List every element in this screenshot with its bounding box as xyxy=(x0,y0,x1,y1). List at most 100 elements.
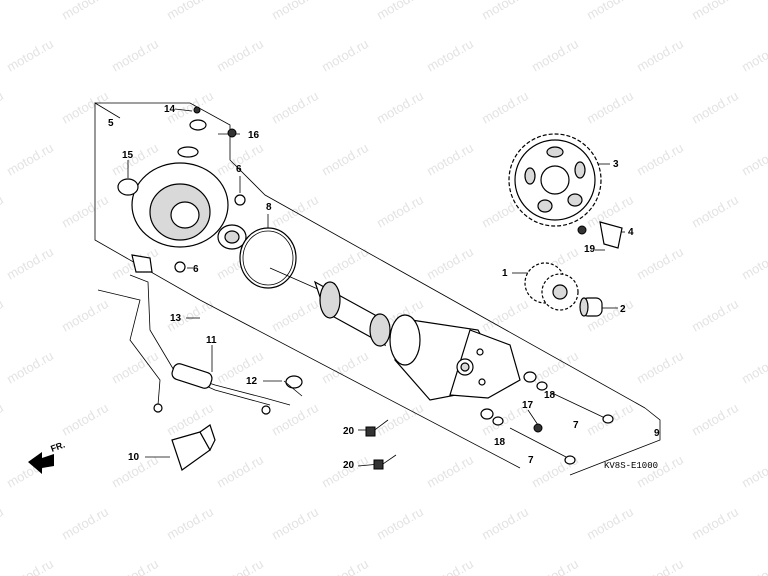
watermark-text: motod.ru xyxy=(529,36,581,75)
watermark-text: motod.ru xyxy=(214,36,266,75)
watermark-text: motod.ru xyxy=(634,452,686,491)
callout-17: 17 xyxy=(522,400,534,411)
watermark-text: motod.ru xyxy=(374,88,426,127)
watermark-text: motod.ru xyxy=(269,296,321,335)
callout-14: 14 xyxy=(164,104,176,115)
callout-12: 12 xyxy=(246,376,258,387)
watermark-text: motod.ru xyxy=(689,192,741,231)
watermark-text: motod.ru xyxy=(109,36,161,75)
watermark-text: motod.ru xyxy=(319,348,371,387)
watermark-text: motod.ru xyxy=(739,140,768,179)
watermark-text: motod.ru xyxy=(319,556,371,576)
watermark-text: motod.ru xyxy=(269,192,321,231)
reduction-gear-icon xyxy=(524,262,579,311)
watermark-text: motod.ru xyxy=(584,88,636,127)
watermark-text: motod.ru xyxy=(634,348,686,387)
watermark-text: motod.ru xyxy=(319,36,371,75)
callout-8: 8 xyxy=(266,202,272,213)
watermark-text: motod.ru xyxy=(374,400,426,439)
callout-9: 9 xyxy=(654,428,660,439)
watermark-text: motod.ru xyxy=(109,556,161,576)
watermark-text: motod.ru xyxy=(634,244,686,283)
watermark-text: motod.ru xyxy=(689,88,741,127)
callout-20-top: 20 xyxy=(343,426,355,437)
watermark-text: motod.ru xyxy=(739,244,768,283)
watermark-text: motod.ru xyxy=(374,192,426,231)
watermark-text: motod.ru xyxy=(4,556,56,576)
watermark-text: motod.ru xyxy=(424,36,476,75)
callout-7-bottom: 7 xyxy=(528,455,534,466)
watermark-text: motod.ru xyxy=(0,88,6,127)
callout-2: 2 xyxy=(620,304,626,315)
watermark-text: motod.ru xyxy=(584,504,636,543)
callout-16: 16 xyxy=(248,130,260,141)
watermark-text: motod.ru xyxy=(689,0,741,23)
watermark-text: motod.ru xyxy=(424,140,476,179)
watermark-text: motod.ru xyxy=(0,296,6,335)
watermark-text: motod.ru xyxy=(214,452,266,491)
callout-13: 13 xyxy=(170,313,182,324)
clamp-icon xyxy=(171,424,216,471)
watermark-text: motod.ru xyxy=(0,192,6,231)
bolt-17-icon xyxy=(527,409,543,433)
o-ring-icon xyxy=(239,227,297,289)
watermark-text: motod.ru xyxy=(319,140,371,179)
washer-icon xyxy=(480,371,548,426)
callout-6-top: 6 xyxy=(236,164,242,175)
watermark-text: motod.ru xyxy=(269,400,321,439)
watermark-text: motod.ru xyxy=(59,504,111,543)
callout-6-bottom: 6 xyxy=(193,264,199,275)
watermark-text: motod.ru xyxy=(479,88,531,127)
callout-15: 15 xyxy=(122,150,134,161)
watermark-text: motod.ru xyxy=(59,88,111,127)
terminal-icon xyxy=(283,375,303,397)
watermark-text: motod.ru xyxy=(269,504,321,543)
watermark-text: motod.ru xyxy=(634,556,686,576)
watermark-text: motod.ru xyxy=(0,504,6,543)
watermark-text: motod.ru xyxy=(59,192,111,231)
callout-11: 11 xyxy=(206,335,217,346)
bolt-20-icon xyxy=(365,419,397,470)
watermark-text: motod.ru xyxy=(4,348,56,387)
watermark-text: motod.ru xyxy=(584,0,636,23)
watermark-text: motod.ru xyxy=(739,348,768,387)
watermark-text: motod.ru xyxy=(479,0,531,23)
sprocket-gear-icon xyxy=(508,133,602,227)
watermark-text: motod.ru xyxy=(479,504,531,543)
callout-19: 19 xyxy=(584,244,596,255)
callout-18-top: 18 xyxy=(544,390,556,401)
watermark-text: motod.ru xyxy=(479,296,531,335)
watermark-text: motod.ru xyxy=(0,400,6,439)
front-label: FR. xyxy=(49,440,66,454)
callout-7-top: 7 xyxy=(573,420,579,431)
watermark-text: motod.ru xyxy=(424,244,476,283)
callout-1: 1 xyxy=(502,268,508,279)
front-direction-indicator: FR. xyxy=(28,440,66,474)
starter-cable-icon xyxy=(97,254,291,415)
watermark-text: motod.ru xyxy=(4,244,56,283)
watermark-text: motod.ru xyxy=(164,0,216,23)
callout-18-bottom: 18 xyxy=(494,437,506,448)
starter-cover-icon xyxy=(117,106,247,273)
watermark-text: motod.ru xyxy=(689,400,741,439)
watermark-text: motod.ru xyxy=(374,504,426,543)
watermark-text: motod.ru xyxy=(319,452,371,491)
watermark-text: motod.ru xyxy=(4,140,56,179)
drawing-code: KV8S-E1000 xyxy=(604,461,658,471)
watermark-text: motod.ru xyxy=(689,296,741,335)
callout-10: 10 xyxy=(128,452,140,463)
watermark-text: motod.ru xyxy=(689,504,741,543)
arrow-left-icon xyxy=(28,452,54,474)
bracket-icon xyxy=(577,221,623,249)
watermark-text: motod.ru xyxy=(634,140,686,179)
watermark-text: motod.ru xyxy=(424,452,476,491)
callout-20-bottom: 20 xyxy=(343,460,355,471)
callout-3: 3 xyxy=(613,159,619,170)
callout-labels: 14 5 16 15 6 8 6 3 4 19 1 2 13 11 12 18 … xyxy=(108,104,660,471)
collar-icon xyxy=(579,297,603,317)
watermark-text: motod.ru xyxy=(4,36,56,75)
starter-motor-icon xyxy=(389,314,521,401)
long-bolt-icon xyxy=(509,392,614,465)
